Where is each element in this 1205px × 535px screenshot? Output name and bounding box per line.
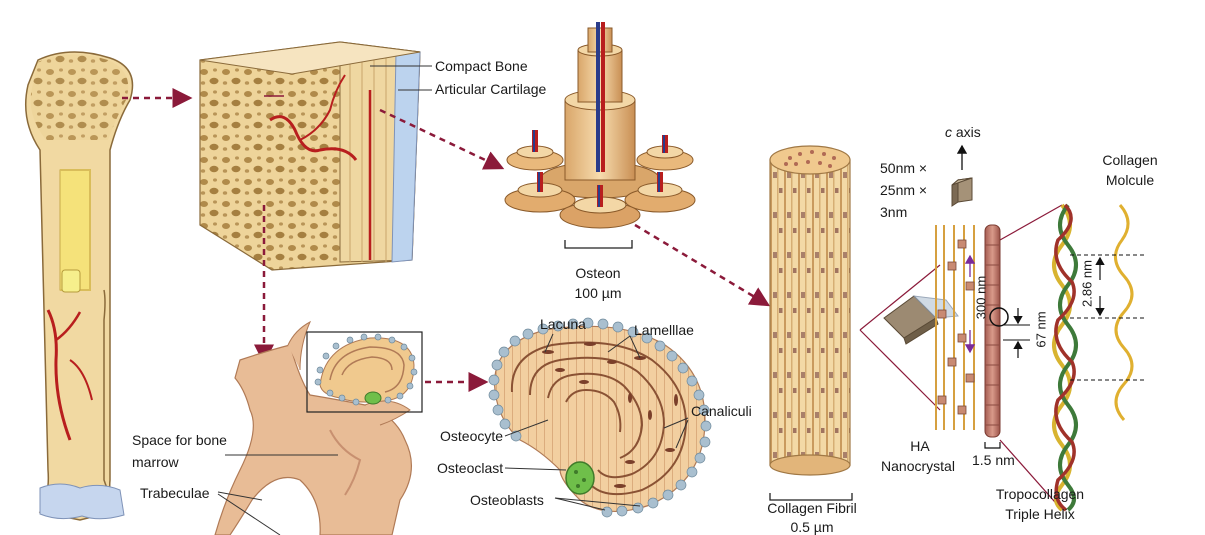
label-collagen-molecule-1: Collagen [1090, 152, 1170, 169]
label-1-5nm: 1.5 nm [972, 452, 1015, 469]
triple-helix [1054, 205, 1076, 510]
label-space-marrow-1: Space for bone [132, 432, 227, 449]
leader-osteoclast [505, 468, 566, 470]
label-trabeculae: Trabeculae [140, 485, 210, 502]
lamellae-detail [489, 318, 711, 517]
label-compact-bone: Compact Bone [435, 58, 528, 75]
label-collagen-molecule-2: Molcule [1090, 172, 1170, 189]
label-300nm: 300 nm [974, 263, 989, 333]
label-lamellae: Lamelllae [634, 322, 694, 339]
dim-1-5nm-bracket [985, 442, 1000, 448]
label-osteoclast: Osteoclast [437, 460, 503, 477]
collagen-fibril [770, 146, 850, 475]
fibril-scale-bracket [770, 493, 852, 500]
label-2-86nm: 2.86 nm [1080, 249, 1095, 319]
label-osteocyte: Osteocyte [440, 428, 503, 445]
label-osteoblasts: Osteoblasts [470, 492, 544, 509]
label-dim-50nm: 50nm × [880, 160, 927, 177]
label-ha: HA [880, 438, 960, 455]
label-articular-cartilage: Articular Cartilage [435, 81, 546, 98]
label-lacuna: Lacuna [540, 316, 586, 333]
label-dim-25nm: 25nm × [880, 182, 927, 199]
arrow-osteon-to-fibril [635, 225, 768, 305]
label-collagen-fibril-size: 0.5 µm [760, 519, 864, 535]
label-osteon: Osteon [560, 265, 636, 282]
dim-67nm-marks [1003, 308, 1030, 358]
osteon-stack [505, 22, 695, 228]
osteon-scale-bracket [565, 240, 632, 248]
label-tropocollagen: Tropocollagen [975, 486, 1105, 503]
label-canaliculi: Canaliculi [691, 403, 752, 420]
zoom-line-2 [860, 330, 940, 410]
label-space-marrow-2: marrow [132, 454, 179, 471]
label-ha-nanocrystal: Nanocrystal [868, 458, 968, 475]
label-osteon-size: 100 µm [560, 285, 636, 302]
ha-crystal-large [884, 296, 958, 344]
label-c-axis-letter: c [945, 124, 952, 140]
long-bone [26, 52, 133, 520]
label-triple-helix: Triple Helix [975, 506, 1105, 523]
label-dim-3nm: 3nm [880, 204, 907, 221]
collagen-molecule-wave [1115, 205, 1132, 420]
bone-section-block [200, 42, 420, 270]
microfibril-array [936, 225, 974, 430]
label-67nm: 67 nm [1034, 305, 1049, 355]
ha-crystal [952, 178, 972, 206]
label-c-axis: c axis [945, 124, 981, 141]
label-collagen-fibril: Collagen Fibril [760, 500, 864, 517]
label-c-axis-word: axis [952, 124, 981, 140]
zoom-line-3 [1000, 205, 1062, 240]
